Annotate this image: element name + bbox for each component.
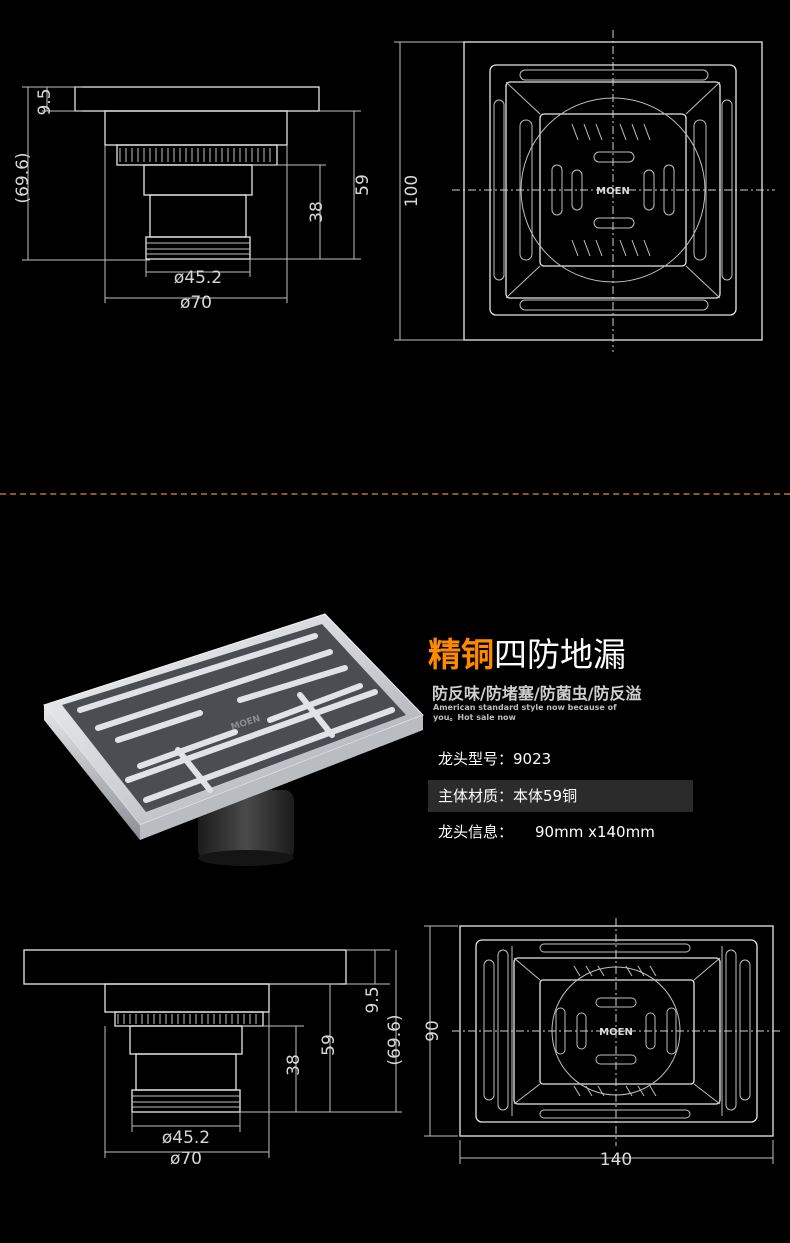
bottom-technical-drawing: 9.5 (69.6) 59 38 ø45.2 ø70 90 140 MOEN bbox=[23, 918, 780, 1170]
drain-grate: MOEN bbox=[43, 613, 424, 840]
top-dim-outlet-dia: ø45.2 bbox=[174, 268, 222, 288]
spec-row-size: 龙头信息： 90mm x140mm bbox=[428, 816, 693, 848]
section-divider bbox=[0, 493, 790, 495]
spec-row-model: 龙头型号：9023 bbox=[428, 743, 693, 775]
bottom-plan-view: 90 140 MOEN bbox=[423, 918, 780, 1170]
title-rest: 四防地漏 bbox=[494, 635, 626, 674]
top-dim-flange: 9.5 bbox=[35, 88, 55, 115]
top-dim-square: 100 bbox=[402, 175, 422, 207]
title-highlight: 精铜 bbox=[428, 635, 494, 674]
bottom-dim-flange: 9.5 bbox=[363, 986, 383, 1013]
spec-value: 90mm x140mm bbox=[535, 823, 655, 841]
spec-value: 9023 bbox=[513, 750, 552, 768]
spec-row-material: 主体材质：本体59铜 bbox=[428, 780, 693, 812]
bottom-dim-body-dia: ø70 bbox=[170, 1149, 202, 1169]
top-dim-overall: (69.6) bbox=[13, 152, 33, 203]
top-plan-view: 100 MOEN bbox=[394, 30, 775, 352]
spec-label: 龙头型号： bbox=[438, 750, 514, 768]
english-tagline: American standard style now because of y… bbox=[433, 703, 617, 722]
top-dim-body-dia: ø70 bbox=[180, 293, 212, 313]
product-photo: MOEN bbox=[43, 613, 424, 866]
product-subtitle: 防反味/防堵塞/防菌虫/防反溢 bbox=[432, 684, 642, 703]
top-dim-body: 59 bbox=[353, 174, 373, 196]
bottom-side-view: 9.5 (69.6) 59 38 ø45.2 ø70 bbox=[23, 949, 405, 1169]
top-side-view: (69.6) 9.5 59 38 ø45.2 ø70 bbox=[13, 86, 373, 313]
top-dim-outlet: 38 bbox=[307, 201, 327, 223]
bottom-dim-overall: (69.6) bbox=[385, 1014, 405, 1065]
bottom-dim-body: 59 bbox=[319, 1034, 339, 1056]
spec-label: 龙头信息： bbox=[438, 823, 514, 841]
bottom-dim-outlet: 38 bbox=[284, 1054, 304, 1076]
product-title: 精铜四防地漏 bbox=[428, 628, 626, 676]
spec-value: 本体59铜 bbox=[513, 787, 578, 805]
bottom-dim-height: 90 bbox=[423, 1020, 443, 1042]
spec-label: 主体材质： bbox=[438, 787, 514, 805]
bottom-dim-width: 140 bbox=[600, 1150, 632, 1170]
top-technical-drawing: (69.6) 9.5 59 38 ø45.2 ø70 100 MOEN bbox=[13, 30, 775, 352]
bottom-dim-outlet-dia: ø45.2 bbox=[162, 1128, 210, 1148]
